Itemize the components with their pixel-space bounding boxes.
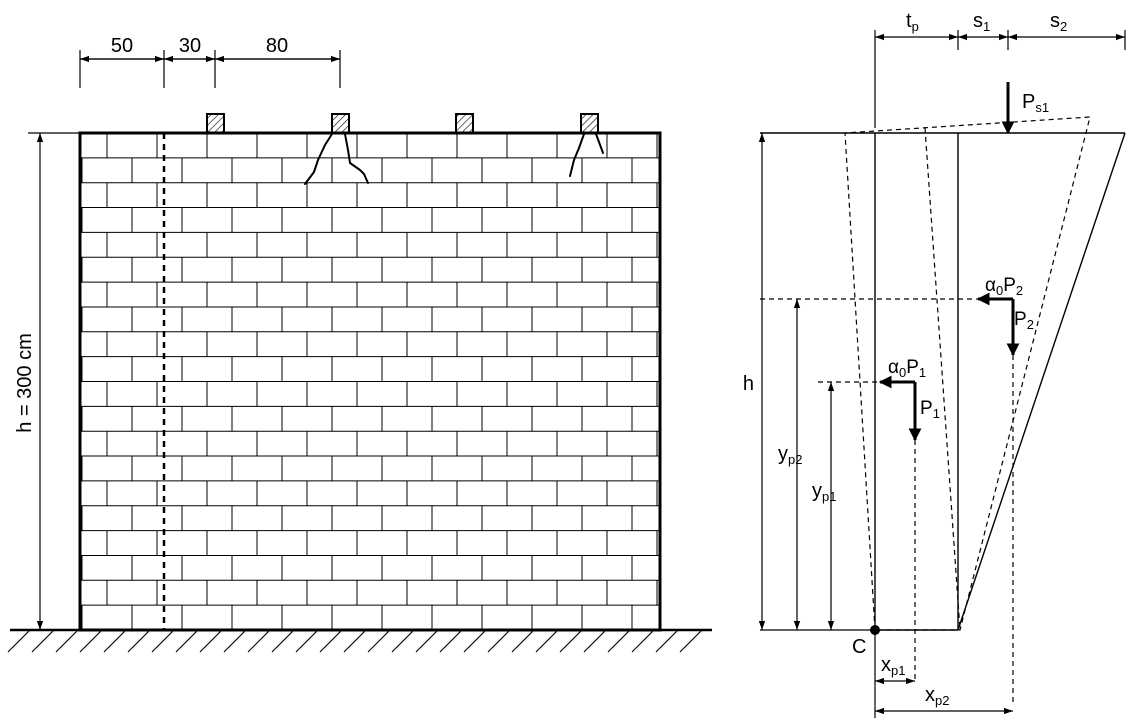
mortar-joint — [127, 629, 151, 653]
beam-section-1 — [206, 113, 225, 134]
label-p1: P1 — [920, 398, 940, 421]
beam-section-2 — [331, 113, 350, 134]
mortar-joint — [511, 629, 535, 653]
crack-1 — [304, 133, 333, 185]
mortar-joint — [319, 629, 343, 653]
horizontal-dimensions — [874, 630, 1013, 718]
mortar-joint — [583, 629, 607, 653]
dim-label-tp: tp — [906, 10, 919, 34]
mortar-joint — [175, 629, 199, 653]
label-c: C — [852, 636, 866, 658]
label-yp1: yp1 — [812, 480, 836, 504]
mortar-joint — [607, 629, 631, 653]
mortar-joint — [535, 629, 559, 653]
brick-pattern — [80, 133, 660, 630]
top-dimension — [79, 50, 341, 88]
mortar-joint — [655, 629, 679, 653]
mortar-joint — [199, 629, 223, 653]
mortar-joint — [55, 629, 79, 653]
mortar-joint — [439, 629, 463, 653]
mortar-joint — [151, 629, 175, 653]
mortar-joint — [415, 629, 439, 653]
mortar-joint — [79, 629, 103, 653]
mortar-joint — [271, 629, 295, 653]
mortar-joint — [247, 629, 271, 653]
mortar-joint — [7, 629, 31, 653]
height-label: h = 300 cm — [14, 333, 36, 433]
dim-label-s1: s1 — [973, 10, 990, 34]
label-p2: P2 — [1014, 309, 1034, 332]
mortar-joint — [679, 629, 703, 653]
mortar-joint — [487, 629, 511, 653]
dim-label-30: 30 — [179, 35, 201, 57]
label-yp2: yp2 — [778, 443, 802, 467]
label-a0p1: α0P1 — [888, 357, 926, 380]
beam-section-4 — [580, 113, 599, 134]
beam-section-3 — [455, 113, 474, 134]
label-xp1: xp1 — [881, 654, 905, 678]
cracks — [304, 133, 604, 185]
crack-3 — [569, 133, 585, 177]
dim-label-s2: s2 — [1050, 10, 1067, 34]
label-ps1: Ps1 — [1022, 91, 1049, 115]
rotated-shape — [760, 116, 1091, 705]
mortar-joint — [631, 629, 655, 653]
mortar-joint — [103, 629, 127, 653]
mortar-joint — [367, 629, 391, 653]
label-h: h — [743, 373, 754, 395]
height-dimension — [28, 132, 80, 630]
mortar-joint — [391, 629, 415, 653]
mechanism-diagram: tp s1 s2 Ps1 α0P2 P2 α0P1 P1 h yp2 yp1 C — [743, 10, 1126, 718]
ground-hatch — [7, 629, 703, 653]
label-xp2: xp2 — [925, 684, 949, 708]
top-dimension-right — [874, 30, 1126, 128]
mortar-joint — [31, 629, 55, 653]
mortar-joint — [343, 629, 367, 653]
mortar-joint — [463, 629, 487, 653]
dim-label-50: 50 — [111, 35, 133, 57]
wall-elevation: 50 30 80 h = 300 cm — [7, 35, 712, 653]
crack-4 — [595, 133, 604, 154]
label-a0p2: α0P2 — [985, 275, 1023, 298]
mortar-joint — [295, 629, 319, 653]
crack-2 — [344, 133, 369, 184]
mortar-joint — [559, 629, 583, 653]
dim-label-80: 80 — [266, 35, 288, 57]
load-arrows — [878, 82, 1020, 442]
vertical-dimensions — [758, 133, 875, 631]
mortar-joint — [223, 629, 247, 653]
